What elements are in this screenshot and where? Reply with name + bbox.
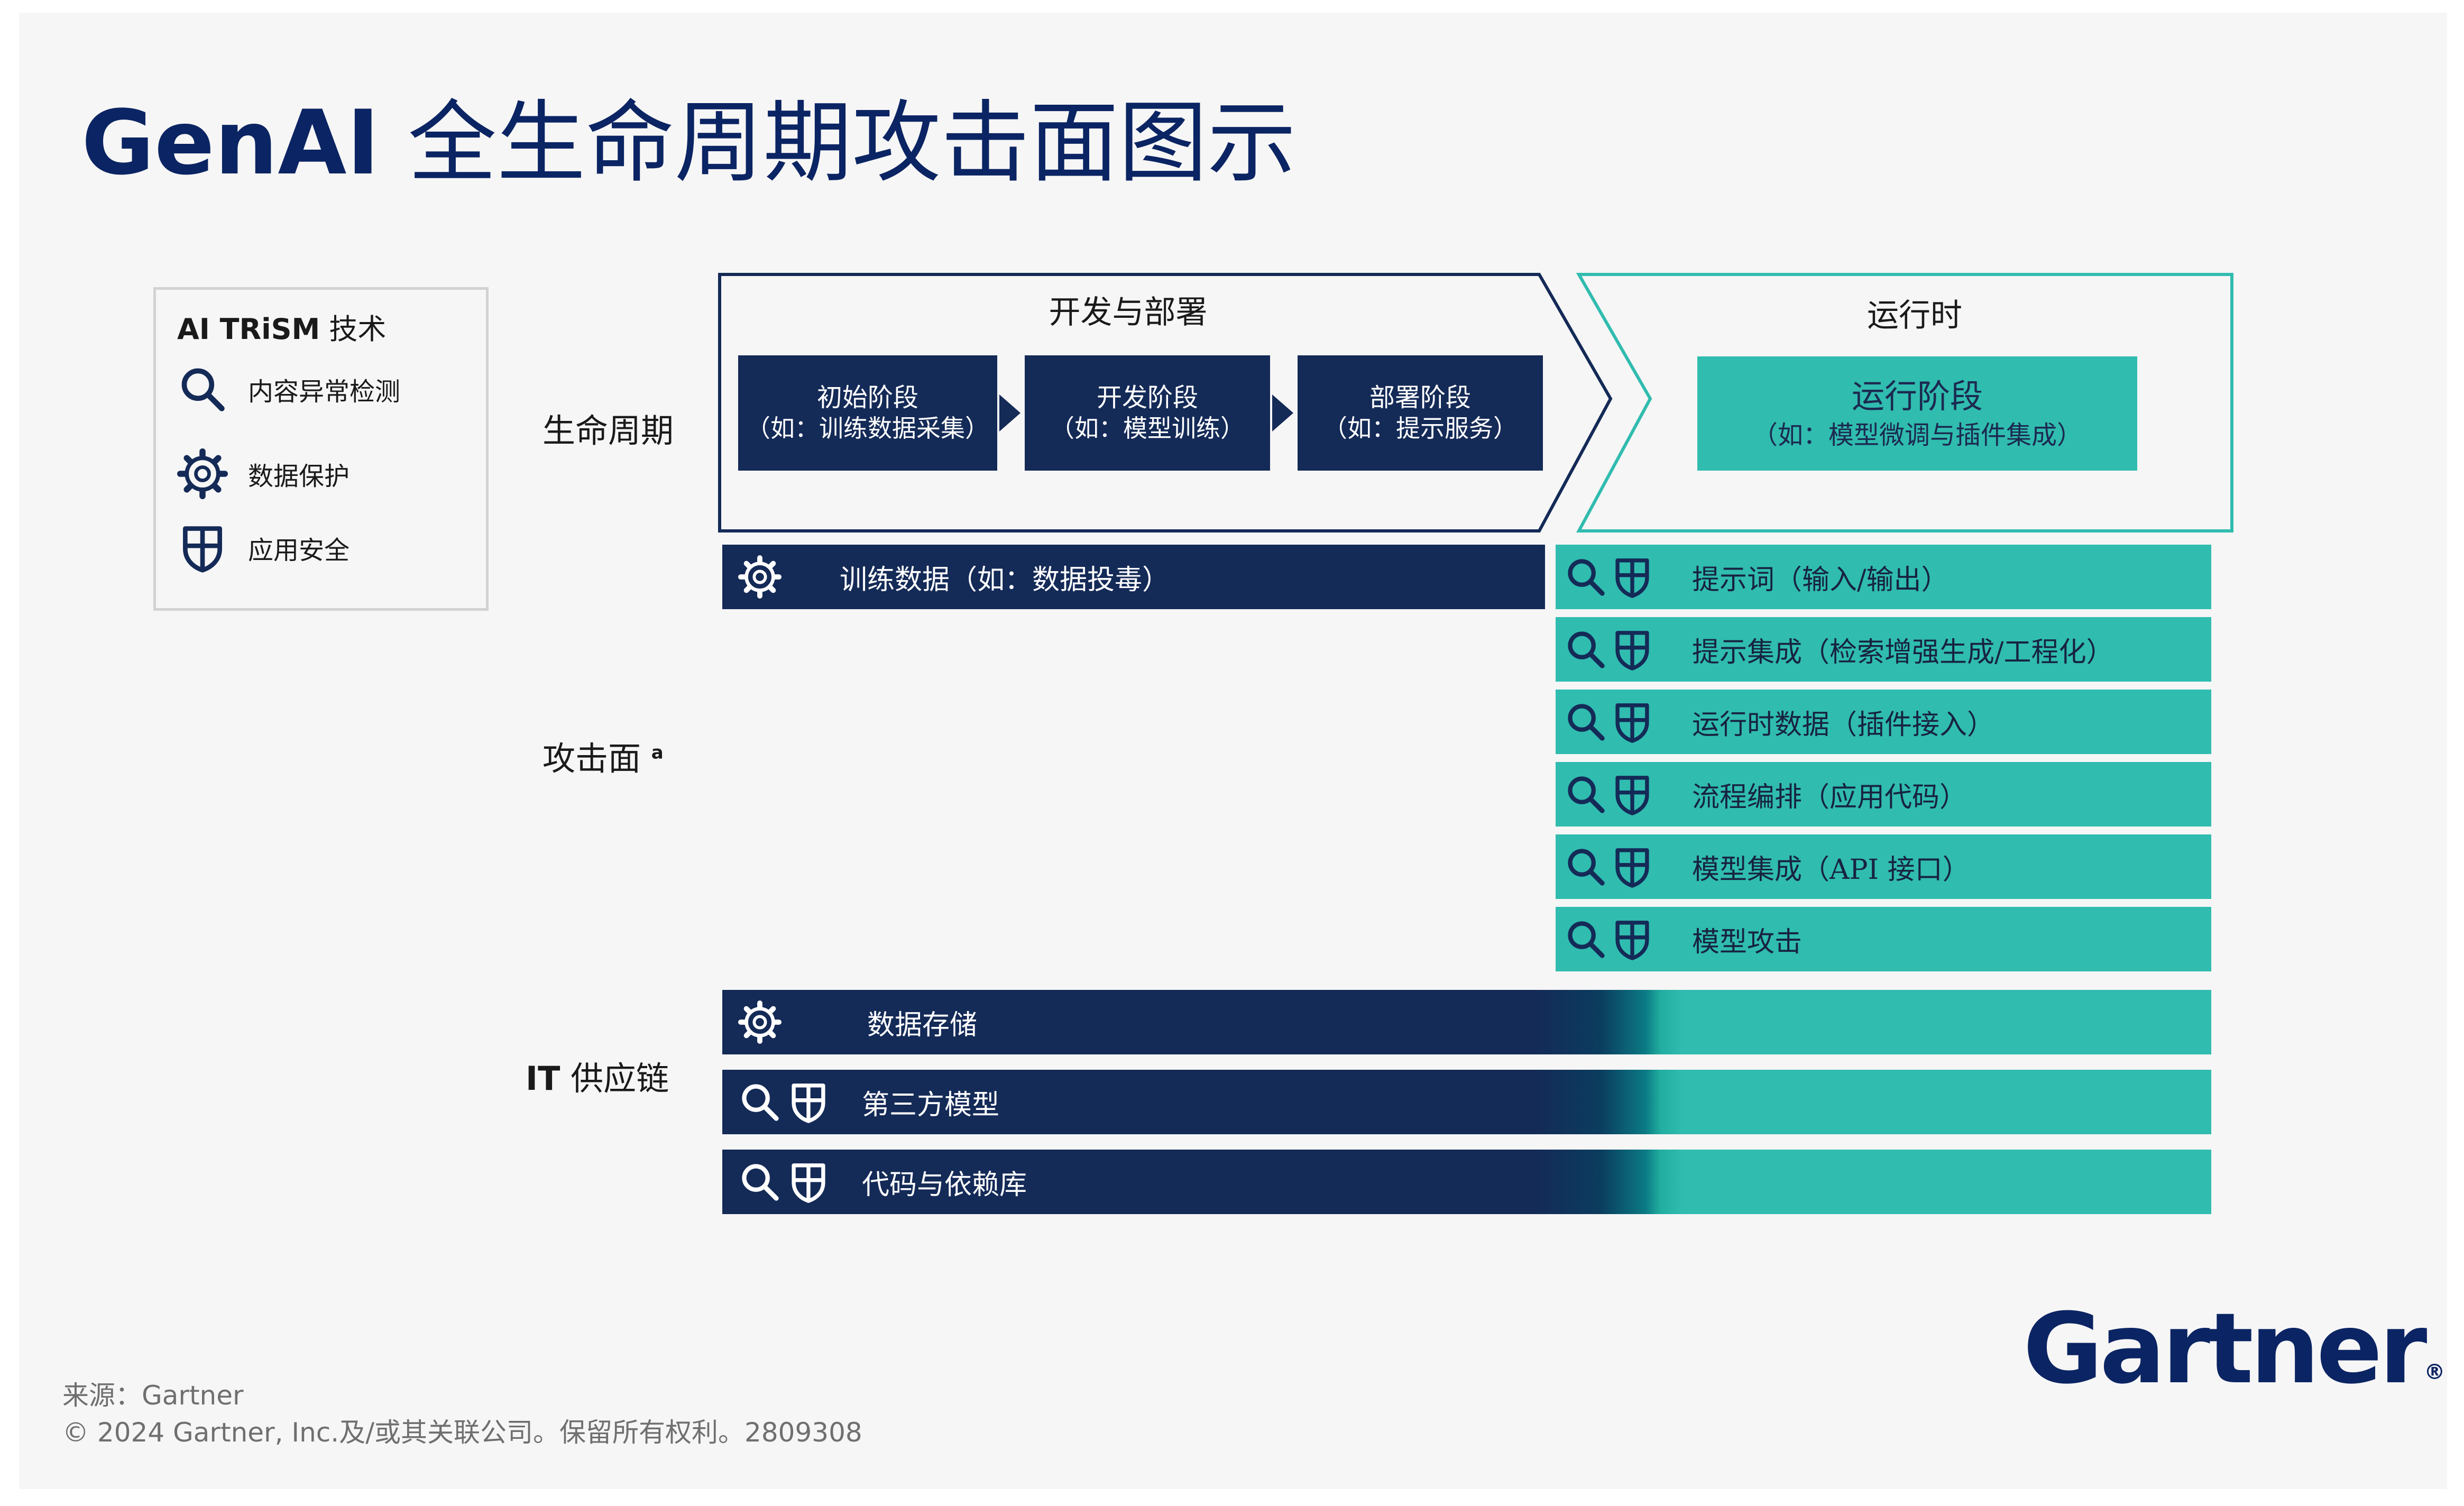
arrow-right-icon xyxy=(1272,394,1293,431)
supply-bar-data-storage: 数据存储 xyxy=(722,990,2211,1054)
gartner-logo: Gartner® xyxy=(2023,1292,2445,1406)
supply-bar-third-party-model: 第三方模型 xyxy=(722,1070,2211,1134)
search-icon xyxy=(1564,700,1607,743)
search-icon xyxy=(177,364,228,415)
search-icon xyxy=(1564,773,1607,816)
shield-icon xyxy=(1611,845,1654,888)
row-label-lifecycle: 生命周期 xyxy=(543,411,674,450)
shield-icon xyxy=(787,1160,830,1204)
shield-icon xyxy=(1611,700,1654,743)
attack-bar-prompt-integration: 提示集成（检索增强生成/工程化） xyxy=(1556,617,2211,682)
attack-bar-runtime-data: 运行时数据（插件接入） xyxy=(1556,690,2211,754)
search-icon xyxy=(1564,555,1607,599)
shield-icon xyxy=(1611,917,1654,961)
attack-bar-training-data: 训练数据（如：数据投毒） xyxy=(722,545,1545,609)
row-label-attack-surface: 攻击面 a xyxy=(543,739,664,778)
phase-deployment: 部署阶段 （如：提示服务） xyxy=(1298,355,1543,471)
row-label-supply-chain: IT 供应链 xyxy=(526,1059,669,1098)
shield-icon xyxy=(177,522,228,573)
shield-icon xyxy=(1611,555,1654,599)
runtime-title: 运行时 xyxy=(1867,297,1962,334)
phase-initial: 初始阶段 （如：训练数据采集） xyxy=(738,355,997,471)
attack-bar-orchestration: 流程编排（应用代码） xyxy=(1556,762,2211,827)
shield-icon xyxy=(787,1080,830,1124)
phase-development: 开发阶段 （如：模型训练） xyxy=(1025,355,1270,471)
attack-bar-model-integration: 模型集成（API 接口） xyxy=(1556,834,2211,899)
shield-icon xyxy=(1611,773,1654,816)
legend-item-content-anomaly: 内容异常检测 xyxy=(177,364,400,415)
page-title: GenAI 全生命周期攻击面图示 xyxy=(81,91,1297,195)
copyright-note: © 2024 Gartner, Inc.及/或其关联公司。保留所有权利。2809… xyxy=(62,1417,862,1448)
attack-bar-prompt: 提示词（输入/输出） xyxy=(1556,545,2211,609)
legend-item-app-security: 应用安全 xyxy=(177,522,350,573)
gear-icon xyxy=(177,448,228,499)
search-icon xyxy=(738,1080,782,1124)
legend-box: AI TRiSM 技术 内容异常检测 数据保护 应用安全 xyxy=(153,287,489,611)
gear-icon xyxy=(738,1000,782,1044)
lifecycle-frames xyxy=(718,273,2233,532)
search-icon xyxy=(1564,845,1607,888)
phase-runtime: 运行阶段 （如：模型微调与插件集成） xyxy=(1697,356,2137,471)
search-icon xyxy=(1564,628,1607,671)
search-icon xyxy=(738,1160,782,1204)
source-note: 来源：Gartner xyxy=(62,1380,244,1411)
supply-bar-code-dependencies: 代码与依赖库 xyxy=(722,1150,2211,1214)
arrow-right-icon xyxy=(999,394,1020,431)
dev-deploy-title: 开发与部署 xyxy=(1049,294,1208,331)
slide: GenAI 全生命周期攻击面图示 AI TRiSM 技术 内容异常检测 数据保护… xyxy=(19,13,2447,1489)
footnote-marker: a xyxy=(651,742,664,764)
search-icon xyxy=(1564,917,1607,961)
gear-icon xyxy=(738,555,782,599)
shield-icon xyxy=(1611,628,1654,671)
attack-bar-model-attack: 模型攻击 xyxy=(1556,907,2211,971)
legend-item-data-protection: 数据保护 xyxy=(177,448,350,499)
legend-title: AI TRiSM 技术 xyxy=(177,313,387,346)
